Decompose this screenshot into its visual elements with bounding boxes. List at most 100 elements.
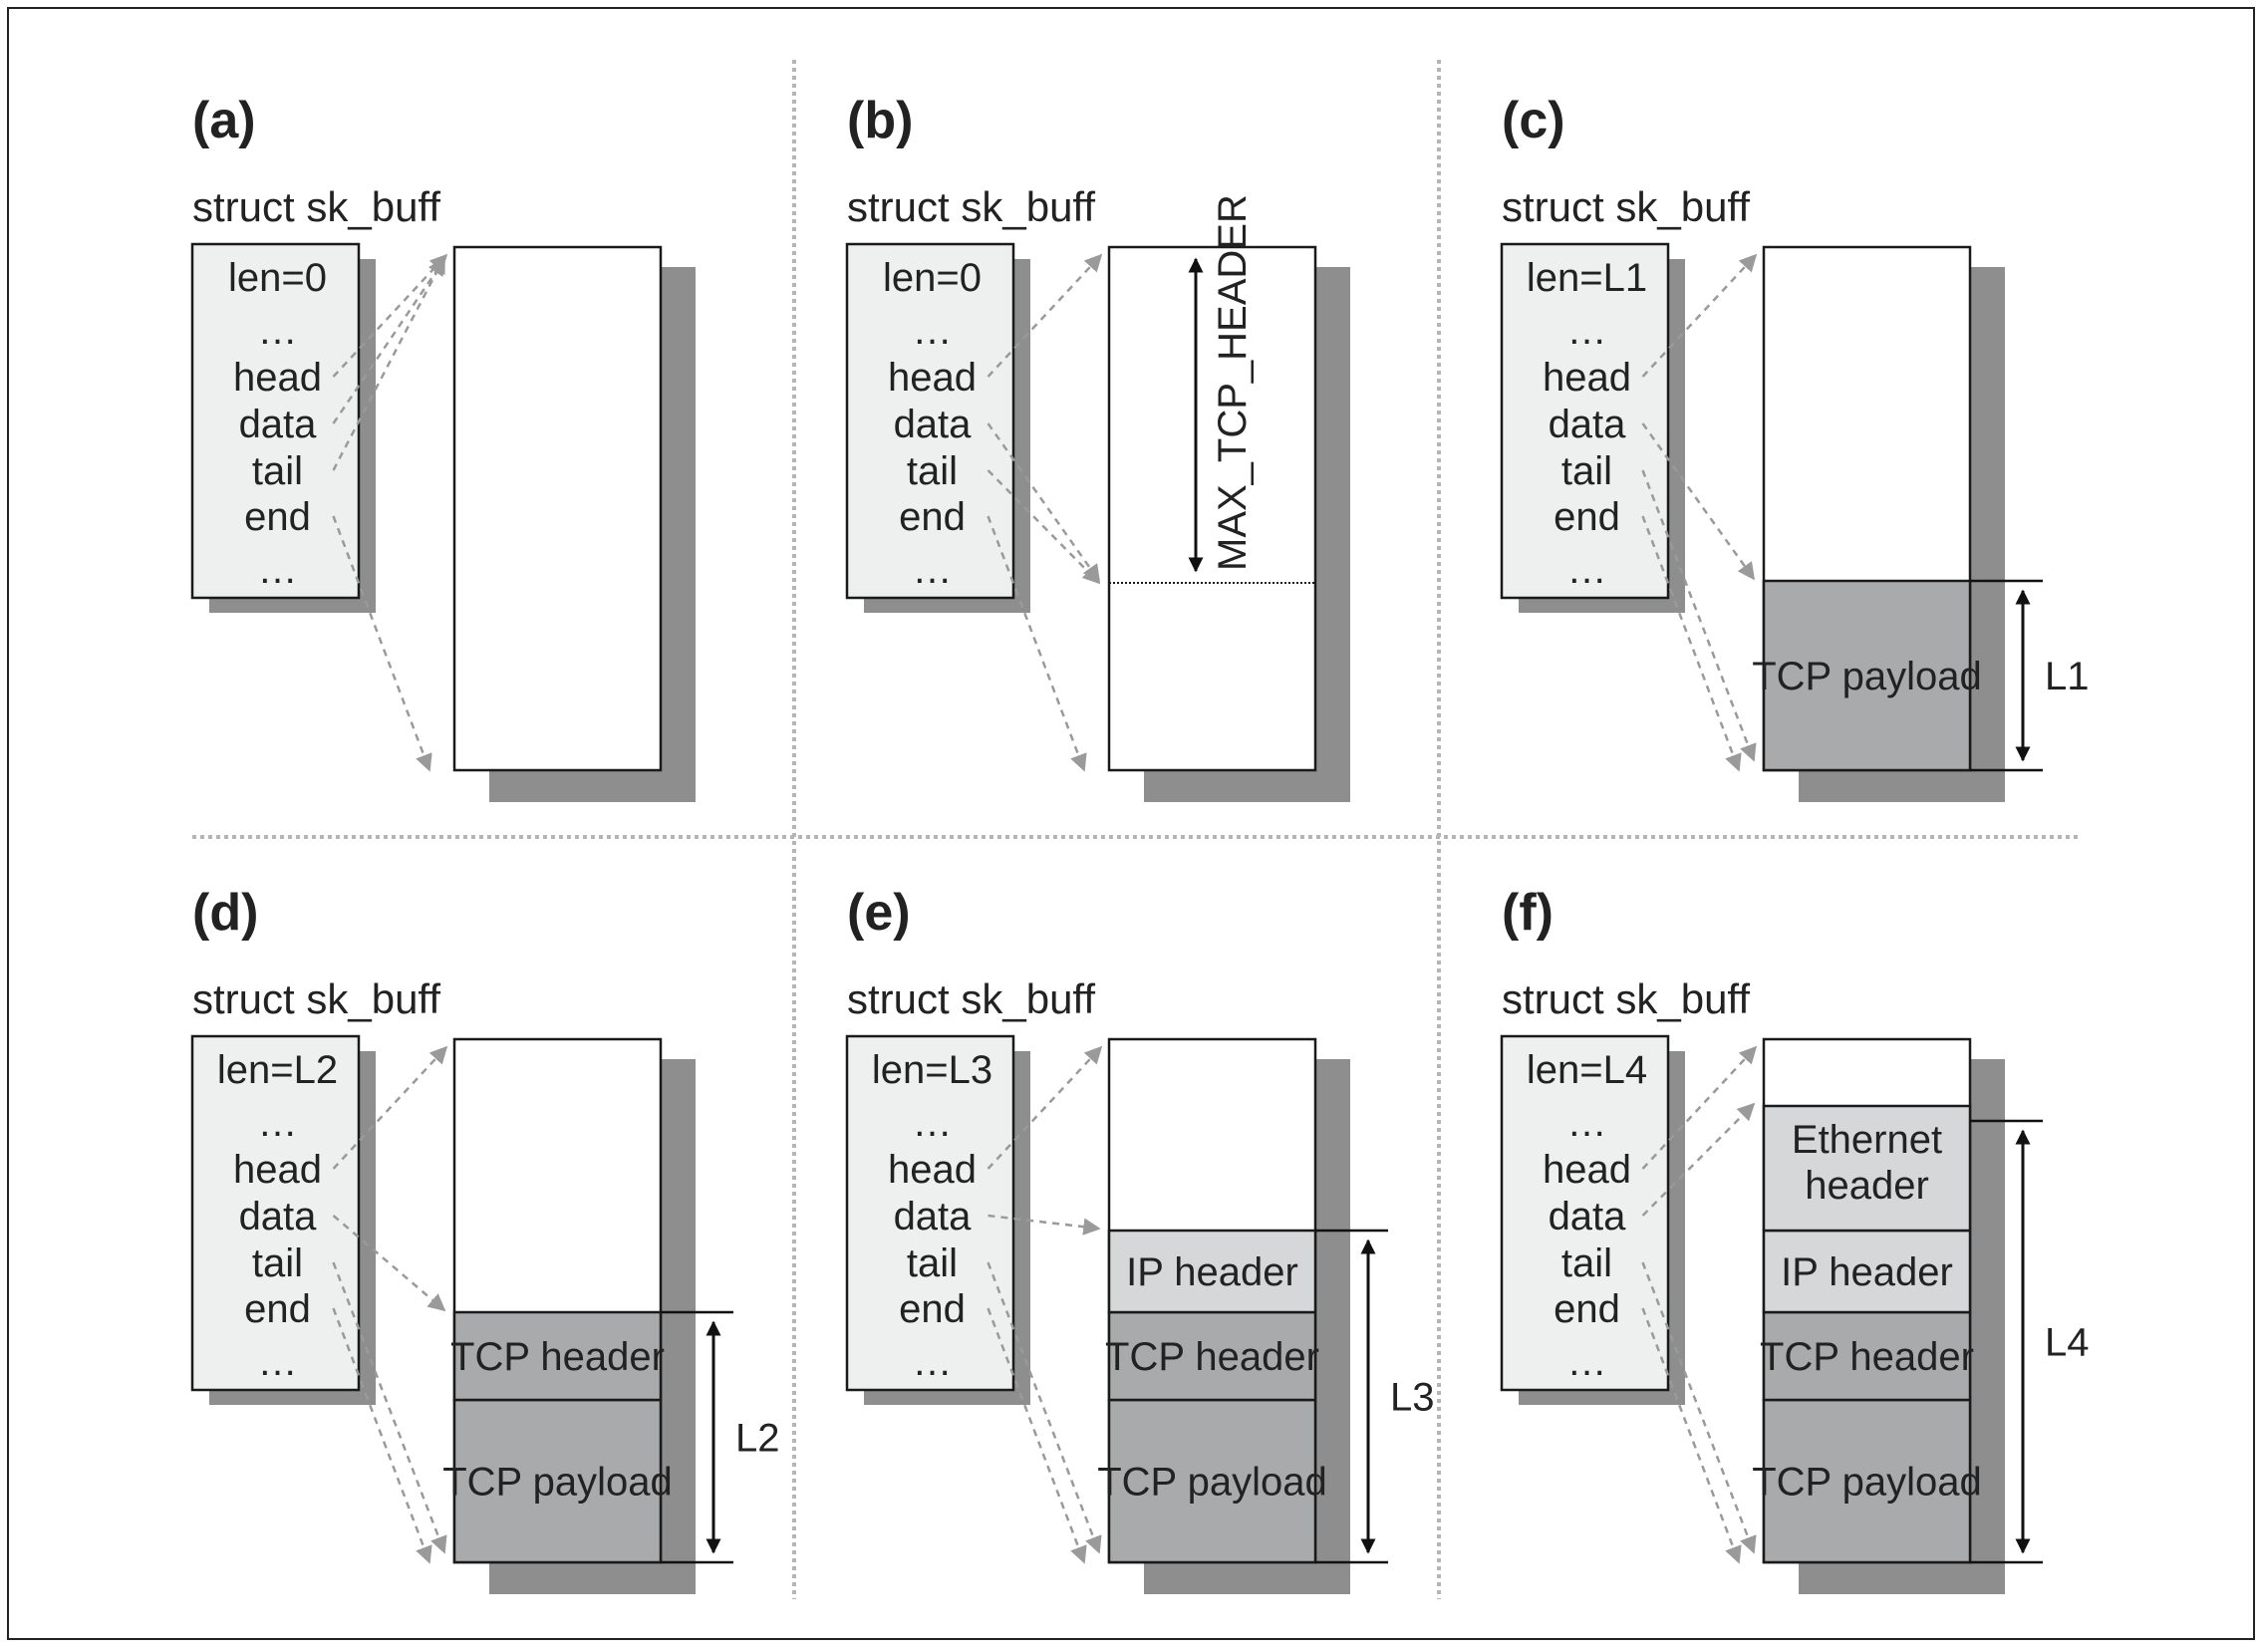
tail-pointer [332, 255, 446, 471]
struct-field: data [239, 403, 318, 446]
panel-label: (e) [847, 884, 911, 942]
struct-field: … [1567, 548, 1607, 592]
buffer-segment [1107, 1229, 1317, 1314]
panel-c: (c)struct sk_bufflen=L1…headdatatailend…… [1500, 92, 2090, 802]
struct-field: end [899, 1287, 966, 1331]
panel-label: (a) [192, 92, 256, 149]
end-pointer [987, 1307, 1087, 1564]
struct-box [845, 1034, 1015, 1392]
struct-field: end [1554, 1287, 1620, 1331]
struct-title: struct sk_buff [192, 975, 440, 1022]
struct-field: len=0 [883, 256, 982, 300]
struct-field: … [258, 1101, 298, 1145]
buffer-segment [1107, 1398, 1317, 1564]
length-label: L4 [2045, 1321, 2090, 1365]
length-label: L2 [735, 1417, 780, 1461]
buffer-segment [1762, 1398, 1972, 1564]
buffer-segment [452, 1310, 663, 1402]
end-pointer [987, 515, 1087, 772]
panel-d: (d)struct sk_bufflen=L2…headdatatailend…… [190, 884, 780, 1594]
struct-field: head [1543, 356, 1631, 400]
struct-field: len=0 [228, 256, 327, 300]
segment-label: TCP payload [1752, 1461, 1982, 1505]
struct-field: len=L3 [872, 1048, 992, 1092]
data-pointer [988, 1214, 1101, 1236]
struct-field: head [233, 356, 322, 400]
struct-field: len=L1 [1527, 256, 1647, 300]
struct-field: end [899, 495, 966, 539]
segment-label: TCP header [1760, 1335, 1974, 1379]
data-pointer [1641, 422, 1756, 581]
struct-field: head [1543, 1148, 1631, 1192]
struct-title: struct sk_buff [847, 975, 1095, 1022]
struct-field: data [894, 1195, 973, 1239]
struct-field: … [913, 1101, 953, 1145]
panel-f: (f)struct sk_bufflen=L4…headdatatailend…… [1500, 884, 2090, 1594]
struct-field: len=L4 [1527, 1048, 1647, 1092]
struct-field: data [1549, 1195, 1627, 1239]
struct-field: … [913, 548, 953, 592]
struct-field: … [1567, 309, 1607, 353]
struct-box [845, 242, 1015, 600]
head-pointer [1641, 1045, 1758, 1170]
end-pointer [332, 515, 432, 772]
struct-box [190, 242, 361, 600]
length-label: L1 [2045, 655, 2090, 698]
head-pointer [332, 253, 448, 378]
segment-label: IP header [1781, 1250, 1953, 1294]
buffer-segment [1762, 579, 1972, 772]
end-pointer [1641, 515, 1742, 772]
struct-field: end [244, 1287, 311, 1331]
struct-field: … [913, 1340, 953, 1384]
struct-title: struct sk_buff [847, 183, 1095, 230]
head-pointer [987, 1045, 1103, 1170]
struct-field: head [888, 356, 977, 400]
struct-box [190, 1034, 361, 1392]
data-pointer [332, 1215, 446, 1312]
panel-e: (e)struct sk_bufflen=L3…headdatatailend…… [845, 884, 1435, 1594]
struct-title: struct sk_buff [192, 183, 440, 230]
struct-field: data [239, 1195, 318, 1239]
buffer-box [452, 245, 663, 772]
figure-border [7, 7, 2255, 1640]
length-label: L3 [1390, 1376, 1435, 1420]
data-pointer [1641, 1102, 1756, 1217]
struct-field: tail [1561, 1241, 1612, 1285]
head-pointer [987, 253, 1103, 378]
buffer-box [1107, 245, 1317, 772]
data-pointer [987, 422, 1101, 583]
struct-field: … [258, 1340, 298, 1384]
tail-pointer [987, 469, 1101, 585]
struct-field: head [233, 1148, 322, 1192]
struct-field: end [244, 495, 311, 539]
struct-field: … [1567, 1101, 1607, 1145]
struct-field: head [888, 1148, 977, 1192]
segment-label: TCP header [1105, 1335, 1319, 1379]
struct-field: tail [252, 449, 303, 493]
struct-field: … [913, 309, 953, 353]
buffer-segment [1762, 1104, 1972, 1233]
struct-box [1500, 1034, 1670, 1392]
segment-label: IP header [1126, 1250, 1298, 1294]
head-pointer [1641, 253, 1758, 378]
struct-field: … [258, 548, 298, 592]
end-pointer [332, 1307, 432, 1564]
struct-title: struct sk_buff [1502, 183, 1750, 230]
panel-a: (a)struct sk_bufflen=0…headdatatailend… [190, 92, 696, 802]
end-pointer [1641, 1307, 1742, 1564]
struct-title: struct sk_buff [1502, 975, 1750, 1022]
panel-label: (c) [1502, 92, 1565, 149]
struct-field: len=L2 [217, 1048, 338, 1092]
struct-field: tail [907, 1241, 958, 1285]
panel-label: (f) [1502, 884, 1554, 942]
struct-field: … [258, 309, 298, 353]
reserve-label: MAX_TCP_HEADER [1211, 194, 1255, 571]
struct-field: data [1549, 403, 1627, 446]
segment-label: TCP header [450, 1335, 665, 1379]
struct-field: tail [907, 449, 958, 493]
struct-box [1500, 242, 1670, 600]
segment-label: TCP payload [442, 1461, 673, 1505]
